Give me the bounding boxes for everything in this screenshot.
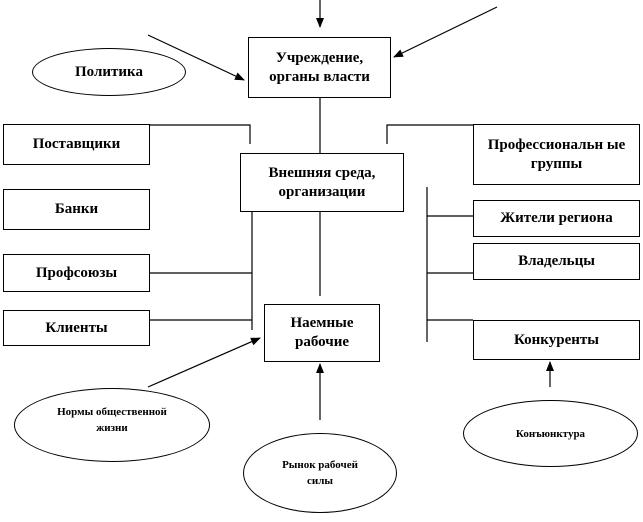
external-environment-box: Внешняя среда, организации [240, 153, 404, 212]
professional-groups-box: Профессиональн ые группы [473, 124, 640, 185]
labor-market-ellipse: Рынок рабочей силы [243, 433, 397, 513]
policy-label: Политика [75, 64, 143, 80]
suppliers-box: Поставщики [3, 124, 150, 165]
competitors-box: Конкуренты [473, 320, 640, 360]
conjuncture-ellipse: Конъюнктура [463, 400, 638, 467]
policy-ellipse: Политика [32, 48, 186, 96]
arrow-norms-to-workers [147, 337, 261, 388]
clients-label: Клиенты [45, 319, 108, 336]
banks-label: Банки [54, 201, 99, 217]
residents-box: Жители региона [473, 200, 640, 237]
professional-groups-label: Профессиональн ые группы [487, 136, 626, 172]
arrow-topleft-to-institution [147, 34, 245, 81]
hired-workers-box: Наемные рабочие [264, 304, 380, 362]
unions-label: Профсоюзы [35, 264, 118, 281]
social-norms-ellipse: Нормы общественной жизни [14, 388, 210, 462]
institution-box: Учреждение, органы власти [248, 37, 391, 98]
unions-box: Профсоюзы [3, 254, 150, 292]
external-environment-label: Внешняя среда, организации [268, 164, 376, 200]
residents-label: Жители региона [500, 210, 613, 226]
conjuncture-label: Конъюнктура [515, 427, 586, 440]
hired-workers-label: Наемные рабочие [290, 315, 354, 350]
arrow-topright-to-institution [393, 6, 498, 58]
labor-market-label: Рынок рабочей силы [282, 459, 358, 487]
clients-box: Клиенты [3, 310, 150, 346]
competitors-label: Конкуренты [514, 331, 599, 348]
line-suppliers-bracket [150, 124, 251, 144]
suppliers-label: Поставщики [32, 136, 121, 152]
social-norms-label: Нормы общественной жизни [57, 406, 167, 434]
line-profgroups-bracket [386, 124, 473, 144]
institution-label: Учреждение, органы власти [269, 49, 370, 85]
banks-box: Банки [3, 189, 150, 230]
owners-label: Владельцы [518, 253, 595, 269]
owners-box: Владельцы [473, 243, 640, 280]
